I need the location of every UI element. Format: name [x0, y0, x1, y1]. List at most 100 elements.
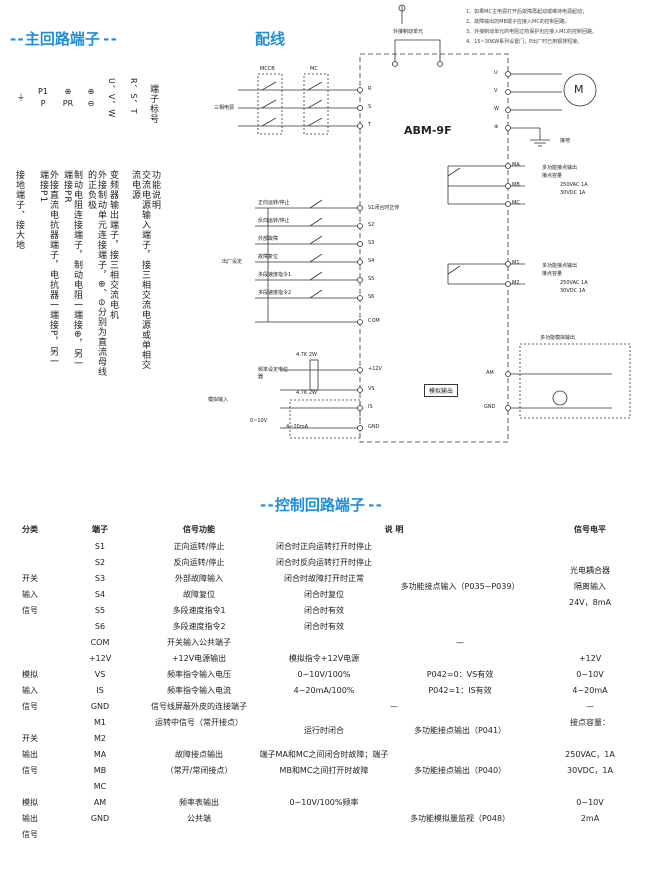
row-term [60, 827, 140, 843]
header-function: 信号功能 [183, 525, 215, 534]
desc-ground: 接地端子、接大地 [14, 170, 24, 250]
row-cat: 模拟 [22, 798, 38, 807]
ai-level-i: 4~20mA [572, 686, 608, 695]
row-cat [0, 715, 60, 731]
table-row: 输出 MA 故障接点输出 端子MA和MC之间闭合时故障；端子 多功能接点输出（P… [0, 747, 650, 775]
ai-level-v: 0~10V [576, 670, 604, 679]
relay1-cap: 接点容量 [542, 173, 563, 179]
note-3: 3、外接制动单元的电阻过热保护也应接入MC的控制回路。 [466, 29, 597, 35]
ai-level-12v: +12V [578, 654, 602, 663]
relay1-ac: 250VAC 1A [560, 182, 588, 188]
terminal-rst-symbol: R、S、T [129, 78, 138, 115]
row-cat [0, 619, 60, 635]
ai-dash: — [586, 702, 595, 711]
di-term-s5: S5 [368, 276, 375, 282]
row-func: 故障复位 [183, 590, 215, 599]
factory-label: 出厂设定 [222, 259, 243, 265]
output-term-u: U [494, 70, 498, 76]
row-func [140, 827, 258, 843]
row-cat [0, 555, 60, 571]
di-term-s2: S2 [368, 222, 375, 228]
row-cat: 信号 [22, 830, 38, 839]
ao-label: 多功能模拟输出 [540, 335, 576, 341]
di-term-s4: S4 [368, 258, 375, 264]
di-label-s2: 反向运转/停止 [258, 218, 290, 224]
ai-term-is: IS [368, 404, 373, 410]
table-row: 模拟 VS 频率指令输入电压 0~10V/100% P042=0：VS有效 0~… [0, 667, 650, 683]
row-desc: 闭合时有效 [304, 622, 344, 631]
row-func: 频率指令输入电压 [167, 670, 231, 679]
output-term-v: V [494, 88, 498, 94]
do-level-3: 30VDC，1A [567, 766, 613, 775]
relay-term-ma: MA [512, 162, 520, 168]
table-row: 开关 S3 外部故障输入 闭合时故障打开时正常 [0, 571, 650, 587]
row-cat: 输入 [22, 686, 38, 695]
row-desc: — [390, 702, 398, 711]
table-row: +12V +12V电源输出 模拟指令+12V电源 +12V [0, 651, 650, 667]
input-term-r: R [368, 86, 372, 92]
row-term: COM [90, 638, 110, 647]
ai-term-12v: +12V [368, 366, 382, 372]
row-desc: 运行时闭合 [304, 726, 344, 735]
row-func: 故障接点输出 [175, 750, 223, 759]
relay2-dc: 30VDC 1A [560, 288, 586, 294]
ao-desc: 多功能模拟量监视（P048） [409, 814, 511, 823]
row-cat: 信号 [22, 702, 38, 711]
row-func: 信号线屏蔽外皮的连接端子 [151, 702, 247, 711]
row-term: S5 [94, 606, 106, 615]
table-row: M1 运转中信号（常开接点） 运行时闭合 多功能接点输出（P041） 接点容量： [0, 715, 650, 735]
ai-range-v: 0~10V [250, 418, 268, 424]
header-description: 说 明 [384, 525, 404, 534]
ao-level-1: 0~10V [576, 798, 604, 807]
table-row: 开关 M2 [0, 731, 650, 747]
relay2-ac: 250VAC 1A [560, 280, 588, 286]
row-func: 反向运转/停止 [173, 558, 225, 567]
row-desc: 闭合时反向运转打开时停止 [276, 558, 372, 567]
row-cat: 输出 [22, 814, 38, 823]
dash-cell: — [456, 638, 464, 647]
relay1-dc: 30VDC 1A [560, 190, 586, 196]
table-row: 模拟 AM 频率表输出 0~10V/100%频率 多功能模拟量监视（P048） … [0, 795, 650, 823]
row-func: 频率指令输入电流 [167, 686, 231, 695]
desc-brake-resistor: 制动电阻连接端子，制动电阻一端接⊕，另一端接PR [62, 170, 82, 369]
row-term: S2 [94, 558, 106, 567]
func-label: 功能说明 [150, 170, 160, 210]
row-term: MA [93, 750, 107, 759]
do-desc-1: 多功能接点输出（P041） [413, 726, 507, 735]
empty-cell [530, 731, 650, 747]
di-level-1: 光电耦合器 [570, 566, 611, 575]
wiring-diagram [238, 4, 631, 443]
row-func: （常开/常闭接点） [165, 766, 233, 775]
desc-input: 交流电源输入端子，接三相交流电源或单相交流电源 [130, 170, 150, 370]
do-level-1: 接点容量： [570, 718, 611, 727]
row-func: 开关输入公共端子 [167, 638, 231, 647]
terminal-pr-symbol: ⊕PR [62, 87, 74, 108]
row-desc: MB和MC之间打开时故障 [279, 766, 369, 775]
desc-brake-unit: 外接制动单元连接端子，⊕、⊖分别为直流母线的正负极 [86, 170, 106, 378]
row-term: GND [90, 702, 110, 711]
input-term-s: S [368, 104, 372, 110]
note-2: 2、故障输出的MB端子应接入MC的控制回路。 [466, 19, 570, 25]
row-desc: 0~10V/100% [297, 670, 351, 679]
input-term-t: T [368, 122, 372, 128]
row-desc: 端子MA和MC之间闭合时故障；端子 [259, 750, 389, 759]
row-cat: 开关 [22, 734, 38, 743]
row-func: 多段速度指令1 [172, 606, 226, 615]
table-header: 分类 端子 信号功能 说 明 信号电平 [0, 521, 650, 539]
row-term: GND [90, 814, 110, 823]
di-label-s3: 外部故障 [258, 236, 279, 242]
terminal-uvw-symbol: U、V、W [107, 78, 116, 119]
row-func: 运转中信号（常开接点） [155, 718, 243, 727]
ao-term-am: AM [486, 370, 494, 376]
row-func: 公共端 [187, 814, 211, 823]
table-row: 信号 MB （常开/常闭接点） MB和MC之间打开时故障 30VDC，1A [0, 763, 650, 779]
ai-range-i: 4~20mA [286, 424, 309, 430]
di-label-s4: 故障复位 [258, 254, 279, 260]
row-term: MB [93, 766, 107, 775]
relay-term-mc: MC [512, 200, 520, 206]
table-row: COM 开关输入公共端子 — [0, 635, 650, 651]
row-term: AM [93, 798, 107, 807]
main-circuit-title: - - 主回路端子 - - [10, 30, 117, 48]
empty-cell [530, 635, 650, 651]
di-term-s1: S1闭合时正传 [368, 205, 400, 211]
